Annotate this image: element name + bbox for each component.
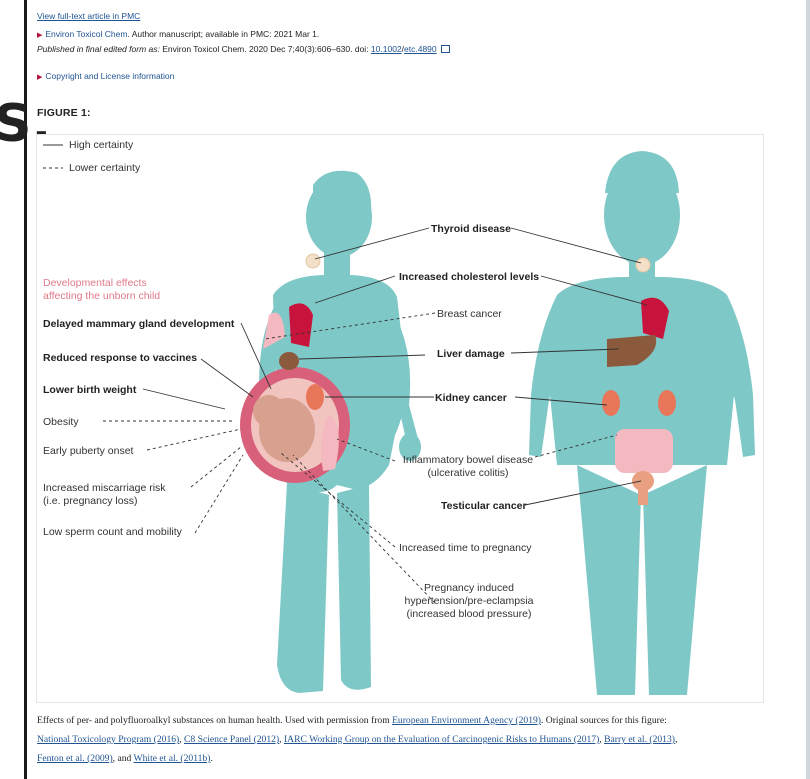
figure-image[interactable]: High certainty Lower certainty xyxy=(36,134,764,703)
man-intestine-icon xyxy=(615,429,673,473)
label-cholesterol: Increased cholesterol levels xyxy=(399,271,539,283)
external-link-icon[interactable] xyxy=(441,45,450,53)
copyright-row: ▶Copyright and License information xyxy=(37,71,174,83)
figure-caption: Effects of per- and polyfluoroalkyl subs… xyxy=(37,711,797,768)
full-text-row: View full-text article in PMC xyxy=(37,11,140,22)
journal-link[interactable]: Environ Toxicol Chem xyxy=(45,29,127,39)
fenton-link[interactable]: Fenton et al. (2009) xyxy=(37,753,113,764)
label-time-to-pregnancy: Increased time to pregnancy xyxy=(399,542,532,554)
ntp-link[interactable]: National Toxicology Program (2016) xyxy=(37,734,179,745)
barry-link[interactable]: Barry et al. (2013) xyxy=(604,734,675,745)
label-hypertension-1: Pregnancy induced xyxy=(424,582,514,594)
eea-link[interactable]: European Environment Agency (2019) xyxy=(392,715,541,726)
expand-triangle-icon[interactable]: ▶ xyxy=(37,32,42,39)
caption-text: Effects of per- and polyfluoroalkyl subs… xyxy=(37,715,392,726)
label-obesity: Obesity xyxy=(43,416,79,428)
legend-low-label: Lower certainty xyxy=(69,162,141,174)
dev-heading-2: affecting the unborn child xyxy=(43,290,160,302)
label-miscarriage-2: (i.e. pregnancy loss) xyxy=(43,495,138,507)
legend-high-label: High certainty xyxy=(69,139,134,151)
citation-text: Environ Toxicol Chem. 2020 Dec 7;40(3):6… xyxy=(160,44,371,54)
label-ibd: Inflammatory bowel disease xyxy=(403,454,533,466)
man-kidney-icon xyxy=(602,390,620,416)
caption-sep: , xyxy=(675,734,677,745)
published-prefix: Published in final edited form as: xyxy=(37,44,160,54)
c8-link[interactable]: C8 Science Panel (2012) xyxy=(184,734,279,745)
figure-title: FIGURE 1: xyxy=(37,107,91,119)
label-thyroid: Thyroid disease xyxy=(431,223,511,235)
caption-and: , and xyxy=(113,753,134,764)
label-miscarriage-1: Increased miscarriage risk xyxy=(43,482,166,494)
expand-triangle-icon[interactable]: ▶ xyxy=(37,74,42,81)
caption-text-2: . Original sources for this figure: xyxy=(541,715,667,726)
label-sperm: Low sperm count and mobility xyxy=(43,526,183,538)
view-full-text-link[interactable]: View full-text article in PMC xyxy=(37,11,140,21)
scrollbar[interactable] xyxy=(806,0,810,779)
label-birth-weight: Lower birth weight xyxy=(43,384,137,396)
label-puberty: Early puberty onset xyxy=(43,445,134,457)
label-ibd-sub: (ulcerative colitis) xyxy=(427,467,508,479)
manuscript-note: . Author manuscript; available in PMC: 2… xyxy=(127,29,319,39)
man-silhouette xyxy=(529,151,755,695)
white-link[interactable]: White et al. (2011b) xyxy=(134,753,211,764)
man-thyroid-icon xyxy=(636,258,650,272)
label-kidney: Kidney cancer xyxy=(435,392,507,404)
doi-prefix-link[interactable]: 10.1002 xyxy=(371,44,402,54)
woman-heart-icon xyxy=(289,303,313,347)
dev-heading-1: Developmental effects xyxy=(43,277,147,289)
label-hypertension-2: hypertension/pre-eclampsia xyxy=(405,595,534,607)
label-mammary: Delayed mammary gland development xyxy=(43,318,235,330)
woman-thyroid-icon xyxy=(306,254,320,268)
label-liver: Liver damage xyxy=(437,348,505,360)
doi-link[interactable]: etc.4890 xyxy=(404,44,437,54)
iarc-link[interactable]: IARC Working Group on the Evaluation of … xyxy=(284,734,599,745)
label-vaccines: Reduced response to vaccines xyxy=(43,352,197,364)
woman-liver-icon xyxy=(279,352,299,370)
label-testicular: Testicular cancer xyxy=(441,500,527,512)
journal-row: ▶Environ Toxicol Chem. Author manuscript… xyxy=(37,29,319,41)
citation-row: Published in final edited form as: Envir… xyxy=(37,44,450,55)
label-hypertension-3: (increased blood pressure) xyxy=(407,608,532,620)
label-breast-cancer: Breast cancer xyxy=(437,308,502,320)
caption-end: . xyxy=(210,753,212,764)
copyright-link[interactable]: Copyright and License information xyxy=(45,71,174,81)
woman-kidney-icon xyxy=(306,384,324,410)
